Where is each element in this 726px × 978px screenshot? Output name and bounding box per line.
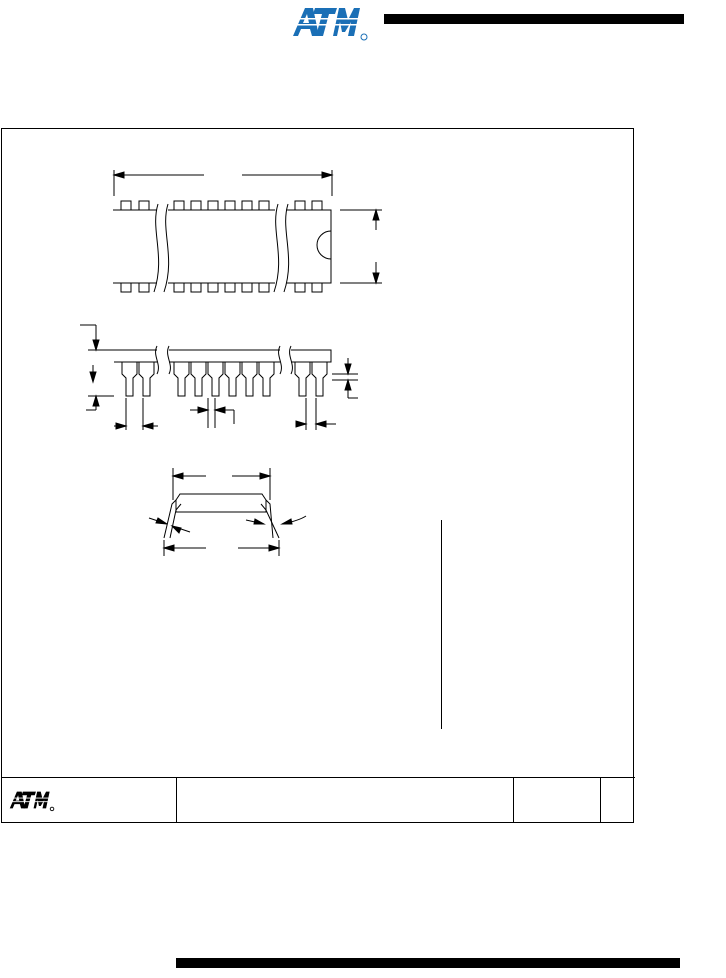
title-block-divider: [176, 777, 177, 823]
title-block-revision-cell: [604, 782, 632, 818]
header-rule: [384, 14, 684, 24]
title-block-drawing-number-cell: [517, 782, 597, 818]
footer-rule: [176, 958, 680, 968]
title-block-divider: [513, 777, 514, 823]
title-block-top-rule: [1, 777, 635, 778]
atmel-logo-icon: [285, 2, 369, 42]
drawing-frame: [1, 128, 634, 823]
title-block-divider: [600, 777, 601, 823]
atmel-logo-icon: [5, 786, 55, 814]
vertical-rule: [441, 520, 442, 729]
title-block-title-cell: [180, 782, 510, 818]
